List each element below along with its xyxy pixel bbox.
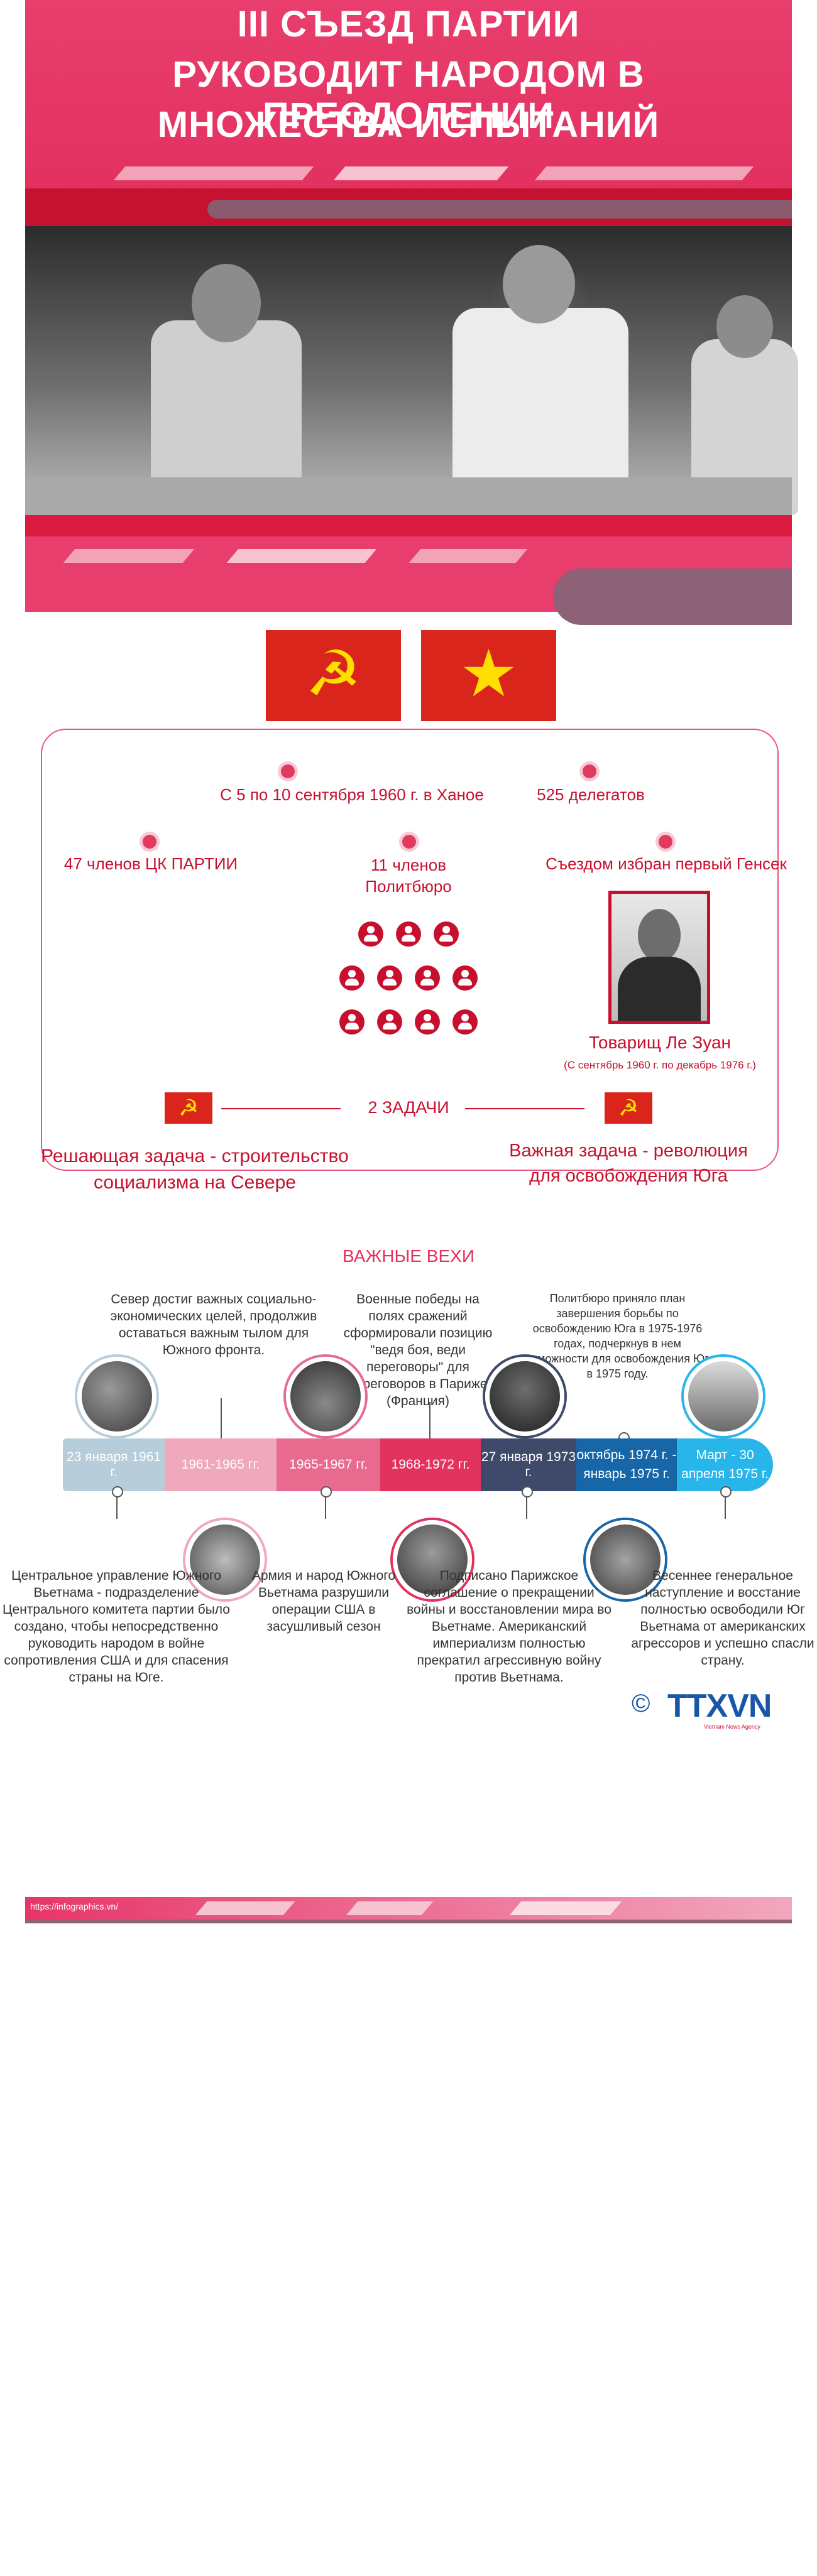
footer-url[interactable]: https://infographics.vn/ [30, 1901, 119, 1911]
bullet-dot [402, 835, 416, 849]
central-committee-count: 47 членов ЦК ПАРТИИ [63, 854, 238, 873]
party-flag-small: ☭ [605, 1092, 652, 1124]
title-line-2: РУКОВОДИТ НАРОДОМ В ПРЕОДОЛЕНИИ [172, 54, 645, 136]
footer-band [25, 1897, 792, 1920]
person-icon [358, 921, 383, 947]
milestone-text-1: Центральное управление Южного Вьетнама -… [3, 1568, 230, 1685]
footer-underline [25, 1920, 792, 1923]
timeline-segment-7: Март - 30 апреля 1975 г. [677, 1438, 773, 1491]
decor-stripe [534, 166, 754, 180]
hammer-sickle-icon: ☭ [618, 1095, 639, 1121]
timeline-segment-4: 1968-1972 гг. [380, 1438, 481, 1491]
hammer-sickle-icon: ☭ [305, 639, 362, 709]
bullet-dot [143, 835, 156, 849]
congress-photo [25, 226, 798, 515]
timeline-segment-3: 1965-1967 гг. [277, 1438, 380, 1491]
person-icon [415, 965, 440, 991]
party-flag-small: ☭ [165, 1092, 212, 1124]
milestone-photo-7 [684, 1357, 763, 1436]
person-icon [415, 1009, 440, 1035]
person-icon [339, 965, 365, 991]
task-south: Важная задача - революция для освобожден… [465, 1138, 792, 1188]
timeline-segment-2: 1961-1965 гг. [165, 1438, 277, 1491]
secretary-term: (С сентябрь 1960 г. по декабрь 1976 г.) [564, 1059, 756, 1071]
title-line-1: III СЪЕЗД ПАРТИИ [237, 4, 580, 45]
vietnam-flag: ★ [421, 630, 556, 721]
ttxvn-logo: TTXVN [667, 1688, 772, 1724]
milestone-photo-3 [286, 1357, 365, 1436]
ttxvn-logo-subtext: Vietnam News Agency [704, 1724, 760, 1730]
decor-stripe [113, 166, 314, 180]
milestone-photo-2 [185, 1520, 265, 1599]
politburo-count: 11 членов Политбюро [302, 854, 515, 897]
politburo-line-1: 11 членов [370, 856, 447, 874]
timeline-segment-6: октябрь 1974 г. - январь 1975 г. [576, 1438, 677, 1491]
milestone-text-4: Военные победы на полях сражений сформир… [343, 1292, 493, 1408]
title-line-3: МНОЖЕСТВА ИСПЫТАНИЙ [157, 104, 660, 145]
grey-wave [553, 568, 792, 625]
header-banner: III СЪЕЗД ПАРТИИ РУКОВОДИТ НАРОДОМ В ПРЕ… [25, 0, 792, 207]
party-flag: ☭ [266, 630, 401, 721]
secretary-heading: Съездом избран первый Генсек [546, 854, 787, 873]
task-south-line-2: для освобождения Юга [529, 1166, 728, 1186]
milestone-text-7: Весеннее генеральное наступление и восст… [631, 1568, 814, 1668]
tasks-heading: 2 ЗАДАЧИ [368, 1098, 449, 1117]
timeline-segment-1: 23 января 1961 г. [63, 1438, 165, 1491]
milestone-text-2: Север достиг важных социально-экономичес… [110, 1292, 317, 1357]
grey-wave [207, 200, 792, 219]
task-north-line-2: социализма на Севере [94, 1172, 296, 1193]
politburo-line-2: Политбюро [365, 877, 452, 896]
task-north: Решающая задача - строительство социализ… [19, 1143, 371, 1196]
secretary-name: Товарищ Ле Зуан [588, 1033, 731, 1052]
person-icon [339, 1009, 365, 1035]
person-icon [452, 965, 478, 991]
milestone-photo-5 [485, 1357, 564, 1436]
milestone-photo-6 [586, 1520, 665, 1599]
task-south-line-1: Важная задача - революция [509, 1141, 748, 1161]
le-duan-portrait [608, 891, 710, 1024]
hammer-sickle-icon: ☭ [178, 1095, 199, 1121]
bullet-dot [583, 764, 596, 778]
divider-line [221, 1108, 341, 1109]
task-north-line-1: Решающая задача - строительство [41, 1146, 349, 1166]
red-band [25, 515, 792, 536]
decor-stripe [333, 166, 509, 180]
congress-dates: С 5 по 10 сентября 1960 г. в Ханое [220, 785, 484, 804]
milestone-text-6: Политбюро приняло план завершения борьбы… [520, 1292, 715, 1380]
milestone-photo-1 [77, 1357, 156, 1436]
milestone-text-3: Армия и народ Южного Вьетнама разрушили … [251, 1568, 396, 1634]
person-icon [396, 921, 421, 947]
milestones-heading: ВАЖНЫЕ ВЕХИ [343, 1246, 474, 1266]
milestone-text-5: Подписано Парижское соглашение о прекращ… [407, 1568, 611, 1685]
copyright-icon: © [632, 1690, 650, 1717]
person-icon [452, 1009, 478, 1035]
person-icon [434, 921, 459, 947]
bullet-dot [659, 835, 672, 849]
bullet-dot [281, 764, 295, 778]
divider-line [465, 1108, 584, 1109]
delegates-count: 525 делегатов [537, 785, 645, 804]
person-icon [377, 965, 402, 991]
star-icon: ★ [459, 638, 518, 710]
milestone-photo-4 [393, 1520, 472, 1599]
person-icon [377, 1009, 402, 1035]
timeline-segment-5: 27 января 1973 г. [481, 1438, 576, 1491]
